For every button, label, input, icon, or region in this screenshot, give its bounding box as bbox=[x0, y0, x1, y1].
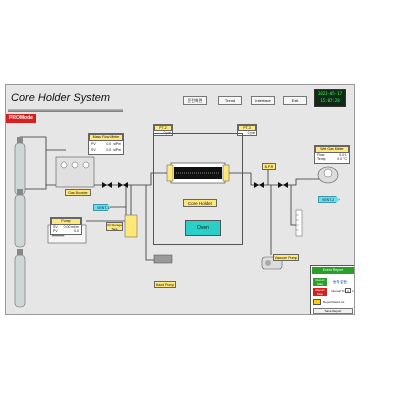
interval-unit: s bbox=[352, 289, 354, 293]
vent2-flag: VENT-2 bbox=[318, 196, 340, 203]
wet-gas-meter-panel: Wet Gas Meter Flow 0.0 L Temp 0.0 °C bbox=[314, 145, 350, 164]
mfm-sv-label: SV bbox=[91, 148, 96, 152]
folder-icon[interactable] bbox=[313, 299, 321, 305]
interval-label: Interval Time bbox=[331, 289, 349, 293]
app-title: Core Holder System bbox=[11, 92, 111, 104]
oven-box[interactable]: Oven bbox=[185, 220, 221, 236]
pump-line bbox=[86, 185, 127, 222]
wgm-flow-value: 0.0 L bbox=[339, 153, 347, 157]
pump-pv-value: 0.0 bbox=[74, 229, 79, 233]
mass-flow-meter-panel: Mass Flow Meter PV 0.0 slPm SV 0.0 slPm bbox=[88, 133, 124, 155]
interval-input[interactable]: 1 bbox=[345, 288, 351, 293]
core-holder-label: Core Holder bbox=[183, 199, 217, 207]
pt2-title: PT-2 bbox=[154, 125, 172, 131]
mfm-pv-label: PV bbox=[91, 142, 96, 146]
pump-sv-value[interactable]: 0.00 ml/m bbox=[63, 225, 79, 229]
pt3-title: PT-3 bbox=[238, 125, 256, 131]
event-status: 동작 없음 bbox=[333, 280, 347, 284]
bpr-label: B.P.R bbox=[262, 163, 276, 170]
pump-sv-label: SV bbox=[53, 225, 58, 229]
hand-pump-line bbox=[145, 185, 156, 261]
title-underline bbox=[8, 109, 123, 112]
mfm-pv-unit: slPm bbox=[113, 142, 121, 146]
vent1-flag: VENT-1 bbox=[93, 204, 111, 211]
pt3-panel: PT-3 0 psi bbox=[237, 124, 257, 136]
gas-booster-label: Gas Booster bbox=[65, 189, 91, 196]
pump-panel: Pump SV 0.00 ml/m PV 0.0 bbox=[50, 217, 82, 235]
oven-frame bbox=[153, 133, 243, 245]
core-holder-body bbox=[166, 162, 230, 184]
wgm-temp-value: 0.0 °C bbox=[337, 157, 347, 161]
wet-gas-meter-title: Wet Gas Meter bbox=[315, 146, 349, 153]
wgm-temp-row: Temp 0.0 °C bbox=[315, 157, 349, 161]
hmi-screen: Core Holder System 운전화면 Trend Interface … bbox=[5, 84, 355, 315]
event-report-panel: Event Report Report Start 동작 없음 Report S… bbox=[310, 265, 354, 314]
piping-diagram bbox=[14, 136, 339, 308]
report-start-button[interactable]: Report Start bbox=[313, 278, 327, 286]
event-report-title: Event Report bbox=[312, 267, 354, 274]
mfm-pv-value: 0.0 bbox=[106, 142, 112, 146]
pt3-value: 0 bbox=[247, 131, 250, 135]
mfm-sv-value[interactable]: 0.0 bbox=[106, 148, 112, 152]
outlet-line bbox=[236, 172, 306, 186]
hand-pump-label: Hand Pump bbox=[154, 281, 176, 288]
wgm-flow-row: Flow 0.0 L bbox=[315, 153, 349, 157]
tab-operation[interactable]: 운전화면 bbox=[183, 96, 207, 105]
pump-pv-row: PV 0.0 bbox=[51, 229, 81, 233]
tab-interface[interactable]: Interface bbox=[251, 96, 275, 105]
report-stop-button[interactable]: Report Stop bbox=[313, 288, 327, 296]
datetime-display: 2023-05-17 15:07:28 bbox=[314, 89, 346, 107]
wgm-flow-label: Flow bbox=[317, 153, 325, 157]
exit-button[interactable]: Exit bbox=[283, 96, 307, 105]
mass-flow-meter-title: Mass Flow Meter bbox=[89, 134, 123, 141]
vacuum-pump-label: Vacuum Pump bbox=[273, 254, 299, 261]
tab-trend[interactable]: Trend bbox=[218, 96, 242, 105]
pt3-unit: psi bbox=[250, 131, 255, 135]
valves bbox=[102, 182, 288, 188]
cylinder-line bbox=[290, 185, 298, 226]
wet-gas-meter-unit bbox=[317, 166, 339, 184]
pump-sv-row: SV 0.00 ml/m bbox=[51, 225, 81, 229]
date-text: 2023-05-17 bbox=[317, 91, 343, 96]
graduated-cylinder bbox=[295, 209, 303, 237]
mfm-pv-row: PV 0.0 slPm bbox=[89, 141, 123, 147]
mode-badge[interactable]: PROMode bbox=[6, 114, 36, 123]
oil-storage-label: Oil Storage Tank bbox=[106, 222, 123, 231]
supply-line-1 bbox=[19, 136, 66, 151]
mfm-sv-row: SV 0.0 slPm bbox=[89, 147, 123, 153]
gas-cylinders bbox=[14, 137, 26, 308]
mfm-sv-unit: slPm bbox=[113, 148, 121, 152]
pump-pv-label: PV bbox=[53, 229, 58, 233]
hand-pump-body bbox=[153, 254, 173, 264]
report-file-label: ReportSelect.txt bbox=[323, 300, 345, 304]
wgm-temp-label: Temp bbox=[317, 157, 326, 161]
gas-booster-unit bbox=[55, 156, 95, 188]
save-report-button[interactable]: Save Report bbox=[313, 308, 353, 314]
pump-title: Pump bbox=[51, 218, 81, 225]
oil-tank bbox=[124, 214, 138, 238]
time-text: 15:07:28 bbox=[320, 98, 340, 103]
pt3-row: 0 psi bbox=[238, 131, 256, 135]
